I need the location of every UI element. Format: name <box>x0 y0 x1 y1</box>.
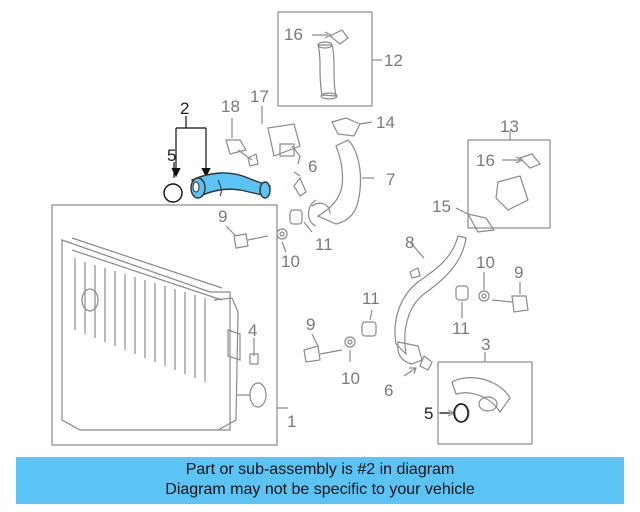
intercooler-drawing <box>51 204 288 446</box>
callout-18: 18 <box>221 97 240 116</box>
callout-3: 3 <box>481 335 490 354</box>
callout-12: 12 <box>384 51 403 70</box>
highlighted-hose-part-2 <box>190 172 271 199</box>
callout-16-right: 16 <box>476 151 495 170</box>
callout-5-left: 5 <box>167 146 176 165</box>
callout-7: 7 <box>386 170 395 189</box>
callout-9-lower: 9 <box>306 315 315 334</box>
callout-6-lower: 6 <box>384 381 393 400</box>
bolts-center-drawing <box>225 209 313 253</box>
part-8-pipe-drawing <box>394 207 496 377</box>
banner-line-1: Part or sub-assembly is #2 in diagram <box>185 461 455 478</box>
callout-10-lower: 10 <box>341 369 360 388</box>
callout-11-center: 11 <box>315 235 333 254</box>
part-7-pipe-drawing <box>293 117 374 227</box>
callout-6-upper: 6 <box>308 157 317 176</box>
callout-11-right: 11 <box>452 319 470 338</box>
callout-8: 8 <box>405 233 414 252</box>
callout-14: 14 <box>376 113 395 132</box>
banner-line-2: Diagram may not be specific to your vehi… <box>165 481 475 498</box>
callout-10-right: 10 <box>476 253 495 272</box>
callout-13: 13 <box>500 117 519 136</box>
bolts-right-drawing <box>455 272 529 318</box>
callout-5-right: 5 <box>424 404 433 423</box>
callout-2: 2 <box>180 99 189 118</box>
callout-10-center: 10 <box>281 252 300 271</box>
callout-1: 1 <box>287 412 296 431</box>
callout-17: 17 <box>250 87 269 106</box>
detail-box-12 <box>277 11 382 107</box>
part-17-18-drawing <box>225 106 301 167</box>
oring-part-5-right <box>440 403 469 423</box>
info-banner: Part or sub-assembly is #2 in diagram Di… <box>16 457 624 504</box>
callout-4: 4 <box>248 321 257 340</box>
callout-15: 15 <box>432 197 451 216</box>
callout-9-center: 9 <box>218 207 227 226</box>
callout-16-top: 16 <box>284 25 303 44</box>
callout-labels: 1 2 3 4 5 5 6 6 7 8 9 9 9 10 10 10 11 11… <box>167 25 523 431</box>
part-4-drawing <box>249 338 259 365</box>
part-2-leader <box>171 116 211 178</box>
bolts-lower-center-drawing <box>303 309 377 363</box>
detail-box-13 <box>467 130 551 229</box>
detail-box-3 <box>437 352 533 445</box>
callout-9-right: 9 <box>514 263 523 282</box>
callout-11-lower: 11 <box>362 289 380 308</box>
oring-part-5-left <box>163 183 183 203</box>
